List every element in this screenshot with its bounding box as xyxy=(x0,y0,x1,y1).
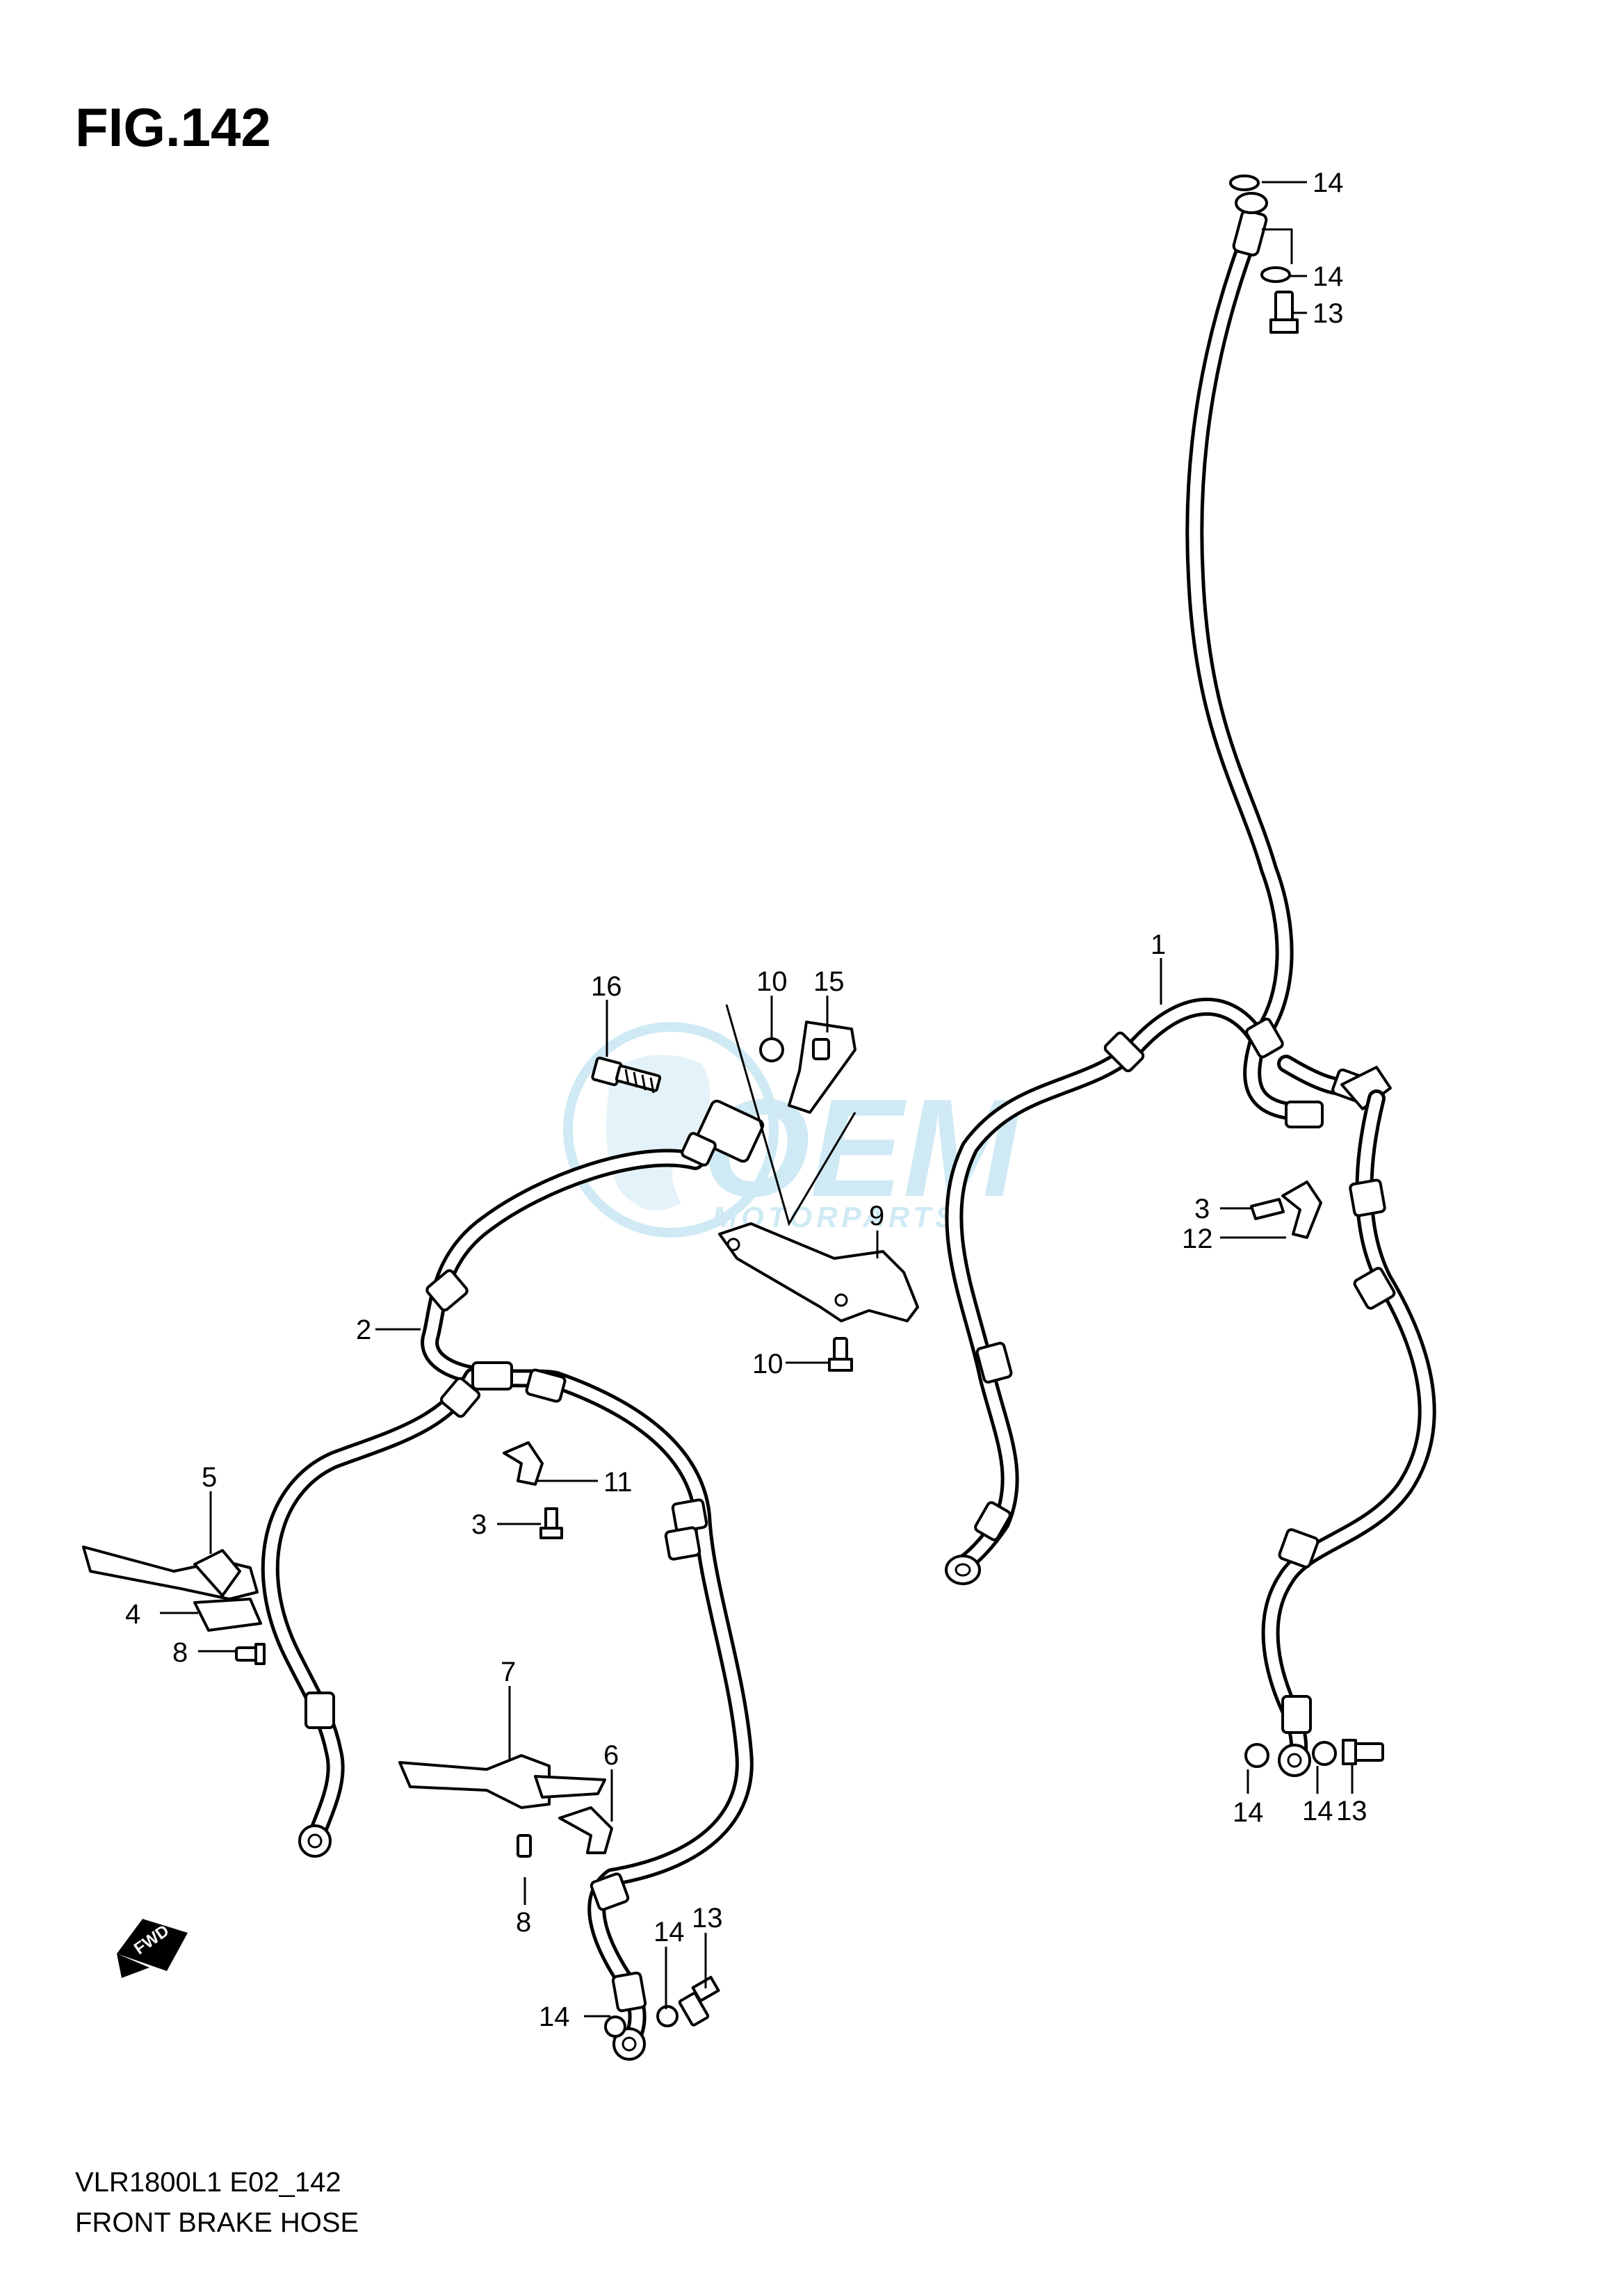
callout-15: 15 xyxy=(813,966,845,997)
bolt-13b xyxy=(678,1975,720,2027)
figure-title: FIG.142 xyxy=(75,97,271,158)
callout-14: 14 xyxy=(1313,168,1344,198)
callout-14: 14 xyxy=(1233,1797,1264,1828)
washer-14c xyxy=(604,2016,626,2038)
bracket-9 xyxy=(718,1222,919,1322)
callout-14: 14 xyxy=(539,2002,570,2032)
brake-hose-1 xyxy=(945,192,1392,1585)
callout-7: 7 xyxy=(501,1657,516,1687)
callout-1: 1 xyxy=(1151,930,1166,960)
clamp-6 xyxy=(558,1806,613,1854)
callout-2: 2 xyxy=(356,1315,371,1345)
callout-12: 12 xyxy=(1182,1224,1213,1254)
bolt-16 xyxy=(591,1056,662,1094)
bracket-15 xyxy=(725,1004,856,1226)
brake-hose-2 xyxy=(261,1099,765,2061)
callout-4: 4 xyxy=(125,1599,140,1630)
callout-9: 9 xyxy=(869,1201,884,1231)
callout-5: 5 xyxy=(202,1462,217,1493)
callout-10: 10 xyxy=(752,1349,783,1379)
bolt-8b xyxy=(517,1834,532,1858)
callout-13: 13 xyxy=(692,1903,723,1933)
washer-14a xyxy=(1229,175,1260,191)
washer-14f xyxy=(1312,1741,1337,1766)
bolt-10-lower xyxy=(828,1337,853,1372)
callout-8: 8 xyxy=(172,1637,188,1668)
clamp-12 xyxy=(1250,1181,1322,1239)
leader-lines xyxy=(160,181,1354,2018)
callout-3: 3 xyxy=(1194,1194,1210,1224)
callout-8: 8 xyxy=(516,1907,531,1938)
figure-caption: FRONT BRAKE HOSE xyxy=(75,2207,359,2238)
callout-11: 11 xyxy=(603,1467,633,1498)
washer-14e xyxy=(1244,1743,1269,1768)
clamp-11 xyxy=(503,1441,563,1539)
washer-14d xyxy=(656,2005,679,2027)
bolt-8a xyxy=(235,1643,266,1665)
callout-3: 3 xyxy=(471,1509,487,1540)
callout-14: 14 xyxy=(1313,261,1344,292)
bracket-7 xyxy=(398,1754,606,1809)
callout-13: 13 xyxy=(1336,1796,1367,1826)
bolt-13a xyxy=(1269,291,1299,334)
callout-10: 10 xyxy=(756,966,788,997)
fwd-arrow-icon: FWD xyxy=(117,1919,188,1978)
callout-13: 13 xyxy=(1313,298,1344,329)
washer-14b xyxy=(1260,266,1291,283)
bolt-13c xyxy=(1342,1739,1384,1765)
bracket-5 xyxy=(82,1546,259,1600)
model-code: VLR1800L1 E02_142 xyxy=(75,2167,341,2198)
callouts: 14 14 13 1 16 10 15 9 10 3 12 2 5 4 8 11… xyxy=(125,168,1367,2032)
callout-6: 6 xyxy=(603,1740,619,1771)
callout-14: 14 xyxy=(653,1917,685,1947)
brake-hose-right-lower xyxy=(1261,1089,1436,1777)
callout-16: 16 xyxy=(591,971,622,1002)
holder-4 xyxy=(193,1598,262,1632)
callout-14: 14 xyxy=(1302,1796,1333,1826)
